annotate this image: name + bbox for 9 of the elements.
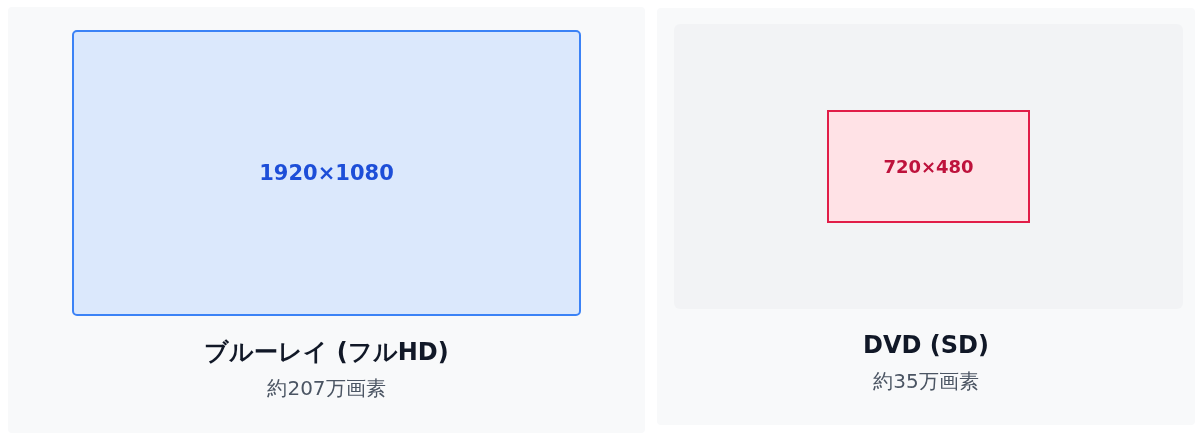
screen-area	[674, 24, 1183, 309]
subheading: 約207万画素	[267, 376, 386, 400]
heading: DVD (SD)	[863, 331, 989, 360]
subheading: 約35万画素	[873, 369, 979, 393]
card-panel	[657, 8, 1195, 425]
resolution-box: 1920×1080	[72, 30, 581, 316]
resolution-box: 720×480	[827, 110, 1030, 223]
heading: ブルーレイ (フルHD)	[204, 338, 449, 367]
card-panel	[8, 7, 645, 433]
